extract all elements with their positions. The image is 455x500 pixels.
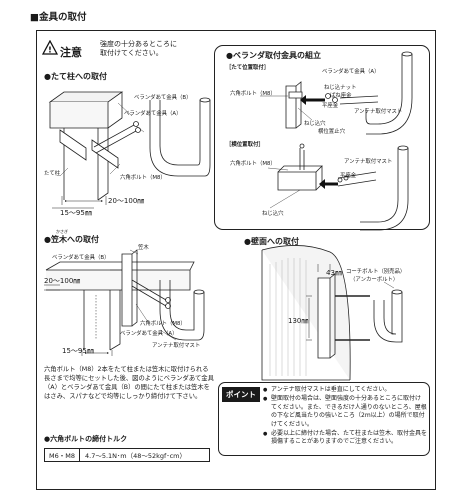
point-list: アンテナ取付マストは垂直にしてください。 壁面取付の場合は、壁面強度の十分あると… <box>263 386 427 448</box>
horizontal-mount-title: ［横位置取付］ <box>226 142 264 148</box>
horizontal-assembly-figure <box>277 143 409 231</box>
pillar-section-title: ●たて柱への取付 <box>44 72 107 81</box>
wall-dim-pitch: 43㎜ <box>326 269 342 277</box>
veranda-assembly-box <box>214 45 430 230</box>
veranda-label-spring-washer: ばね座金 <box>330 93 352 99</box>
pillar-label-bracket-b: ベランダあて金具（B） <box>134 95 192 101</box>
point-box <box>218 382 430 456</box>
wall-dim-height: 130㎜ <box>288 317 309 325</box>
caution-label: 注意 <box>60 46 82 59</box>
kasagi-label-bracket-b: ベランダあて金具（B） <box>52 255 110 261</box>
kasagi-section-title: ●笠木への取付 <box>44 235 99 244</box>
pillar-label-bracket-a: ベランダあて金具（A） <box>124 111 182 117</box>
kasagi-dim-depth: 15～95㎜ <box>62 347 94 355</box>
torque-value-cell: 4.7～5.1N･m（48～52kgf･cm） <box>85 452 186 460</box>
pillar-mount-figure <box>48 91 211 209</box>
pillar-label-bolt: 六角ボルト（M8） <box>120 175 166 181</box>
caution-text: 強度の十分あるところに 取付けてください。 <box>100 40 177 57</box>
point-item: 壁面取付の場合は、壁面強度の十分あるところに取付けてください。また、できるだけ人… <box>263 395 427 429</box>
point-item: 必要以上に締付けた場合、たて柱または笠木、取付金具を損傷することがありますのでご… <box>263 430 427 447</box>
point-badge: ポイント <box>222 387 260 402</box>
veranda-label-mast: アンテナ取付マスト <box>354 109 403 115</box>
veranda-section-title: ●ベランダ取付金具の組立 <box>226 51 321 60</box>
warning-triangle-icon: ! <box>42 40 58 55</box>
wall-mount-figure <box>261 245 403 381</box>
page-title: ■金具の取付 <box>30 12 87 23</box>
veranda-label-washer: 平座金 <box>322 103 339 109</box>
kasagi-label-kasagi: 笠木 <box>138 245 149 251</box>
veranda-label-hole-v: ねじ込穴 <box>304 121 326 127</box>
veranda-label-bolt-h: 六角ボルト（M8） <box>230 161 276 167</box>
wall-section-title: ●壁面への取付 <box>244 237 299 246</box>
wall-label-anchor: （アンカーボルト） <box>350 277 399 283</box>
vertical-mount-title: ［たて位置取付］ <box>226 65 270 71</box>
kasagi-label-bracket-a: ベランダあて金具（A） <box>120 331 178 337</box>
pillar-dim-depth: 15～95㎜ <box>60 209 92 217</box>
kasagi-ruby: かさぎ <box>56 229 68 234</box>
svg-text:!: ! <box>48 46 52 55</box>
instruction-text: 六角ボルト（M8）2本をたて柱または笠木に取付けられる長さまで均等にセットした後… <box>44 366 214 400</box>
content-frame <box>36 30 436 490</box>
veranda-label-hole-h: ねじ込穴 <box>262 211 284 217</box>
caution-block: ! 注意 強度の十分あるところに 取付けてください。 <box>42 38 177 64</box>
veranda-label-mast-h: アンテナ取付マスト <box>344 159 393 165</box>
kasagi-label-mast: アンテナ取付マスト <box>152 343 201 349</box>
pillar-dim-width: 20～100㎜ <box>108 197 145 205</box>
pillar-label-pillar: たて柱 <box>44 171 61 177</box>
torque-title: ●六角ボルトの締付トルク <box>44 435 128 443</box>
kasagi-label-bolt: 六角ボルト（M8） <box>140 321 186 327</box>
veranda-label-stop: 横位置止穴 <box>318 129 345 135</box>
kasagi-dim-width: 20～100㎜ <box>44 277 81 285</box>
veranda-label-washer-h: 平座金 <box>340 173 357 179</box>
veranda-label-bolt: 六角ボルト（M8） <box>230 91 276 97</box>
veranda-label-bracket-a: ベランダあて金具（A） <box>322 69 380 75</box>
torque-table: M6・M8 4.7～5.1N･m（48～52kgf･cm） <box>44 448 210 462</box>
torque-bolt-cell: M6・M8 <box>45 449 80 461</box>
veranda-label-nut: ねじ込ナット <box>324 85 357 91</box>
kasagi-mount-figure <box>44 249 205 356</box>
vertical-assembly-figure <box>285 51 413 135</box>
point-item: アンテナ取付マストは垂直にしてください。 <box>263 386 427 395</box>
wall-label-plug: コーチボルト（別売品） <box>346 269 406 275</box>
